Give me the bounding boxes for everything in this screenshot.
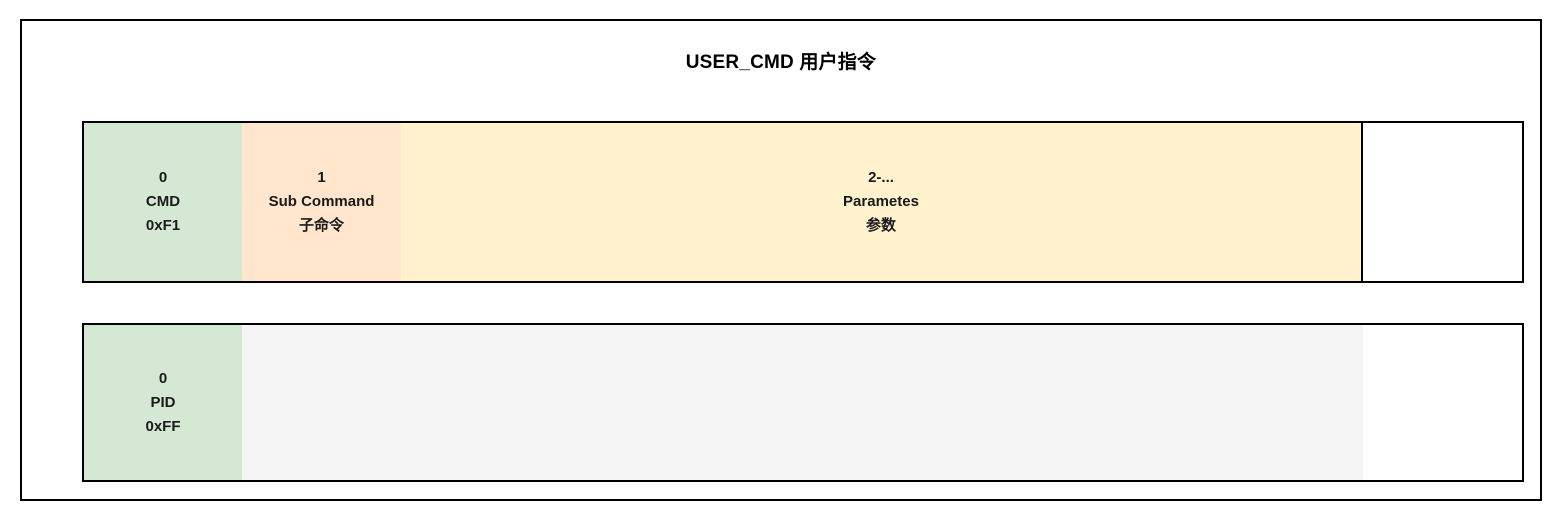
page-title: USER_CMD 用户指令 — [685, 52, 877, 73]
field-label-sub-command: Sub Command — [268, 193, 375, 210]
field-index-parametes: 2-... — [868, 169, 894, 186]
field-label-cmd: CMD — [145, 193, 181, 210]
field-cell-tail-user-cmd[interactable] — [1363, 123, 1522, 281]
field-value-cmd: 0xF1 — [145, 217, 181, 234]
field-label-cn-parametes: 参数 — [865, 217, 896, 234]
field-label-pid: PID — [150, 393, 176, 411]
field-cell-tail-pid[interactable] — [1363, 325, 1522, 480]
packet-row-user-cmd: 0 CMD 0xF1 1 Sub Command 子命令 2-... Param… — [82, 121, 1524, 283]
field-index-sub-command: 1 — [317, 169, 326, 186]
field-cell-pid-body[interactable] — [242, 325, 1363, 480]
diagram-outer-frame: USER_CMD 用户指令 0 CMD 0xF1 1 Sub Command 子… — [20, 19, 1542, 501]
field-cell-sub-command[interactable]: 1 Sub Command 子命令 — [242, 123, 401, 281]
field-index-cmd: 0 — [158, 169, 168, 186]
field-cell-cmd[interactable]: 0 CMD 0xF1 — [84, 123, 242, 281]
field-label-cn-sub-command: 子命令 — [298, 217, 344, 234]
field-index-pid: 0 — [158, 369, 168, 387]
field-cell-parametes[interactable]: 2-... Parametes 参数 — [401, 123, 1363, 281]
field-label-parametes: Parametes — [843, 193, 919, 210]
field-cell-pid[interactable]: 0 PID 0xFF — [84, 325, 242, 480]
field-value-pid: 0xFF — [145, 417, 181, 435]
packet-row-pid: 0 PID 0xFF — [82, 323, 1524, 482]
